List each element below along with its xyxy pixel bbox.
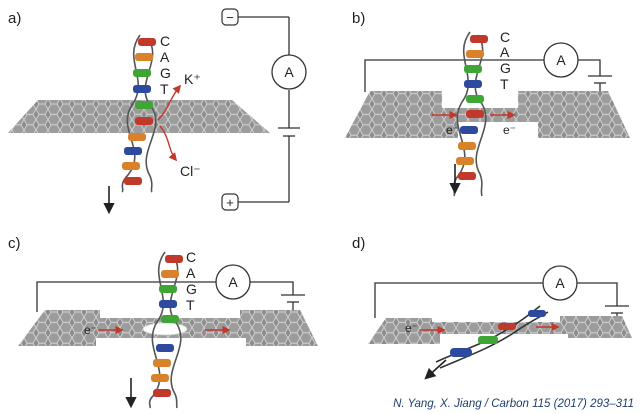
panel-b-ammeter: A xyxy=(543,42,579,78)
panel-c-base-a: A xyxy=(186,265,196,281)
terminal-negative-label: − xyxy=(226,10,234,25)
panel-d-ammeter: A xyxy=(542,265,578,301)
panel-a-base-g: G xyxy=(160,65,171,81)
panel-d-dna-strand xyxy=(435,305,549,369)
panel-a-cl-ion: Cl⁻ xyxy=(180,163,201,179)
panel-a-ammeter-label: A xyxy=(284,64,294,80)
panel-d: d) A e⁻ xyxy=(352,235,632,380)
citation: N. Yang, X. Jiang / Carbon 115 (2017) 29… xyxy=(393,398,634,410)
panel-b-base-t: T xyxy=(500,76,509,92)
panel-a-graphene-sheet xyxy=(8,100,270,133)
terminal-positive: + xyxy=(221,193,239,211)
panel-d-electron: e⁻ xyxy=(405,321,418,335)
panel-c-electron: e⁻ xyxy=(84,323,97,337)
panel-a-base-c: C xyxy=(160,33,170,49)
panel-d-ammeter-label: A xyxy=(555,275,565,291)
panel-d-label: d) xyxy=(352,235,365,252)
panel-b: b) A C A G T xyxy=(345,10,630,197)
panel-a-base-a: A xyxy=(160,49,170,65)
panel-a-circuit xyxy=(238,16,300,203)
panel-c-ammeter-label: A xyxy=(228,274,238,290)
panel-b-circuit xyxy=(364,59,612,92)
panel-b-graphene-ribbon xyxy=(345,91,630,138)
panel-a-k-arrow xyxy=(157,84,182,121)
panel-c-base-c: C xyxy=(186,249,196,265)
panel-c-dna-strand xyxy=(148,251,183,409)
terminal-negative: − xyxy=(221,8,239,26)
panel-a-ammeter: A xyxy=(271,54,307,90)
panel-a-dna-strand xyxy=(121,34,157,193)
panel-b-electron-left: e⁻ xyxy=(446,123,459,137)
panel-a-k-ion: K⁺ xyxy=(184,71,201,87)
panel-b-base-c: C xyxy=(500,29,510,45)
terminal-positive-label: + xyxy=(226,195,234,210)
panel-c-base-t: T xyxy=(186,297,195,313)
panel-b-electron-right: e⁻ xyxy=(503,123,516,137)
panel-a-base-t: T xyxy=(160,81,169,97)
panel-a-cl-arrow xyxy=(159,125,178,162)
panel-b-base-a: A xyxy=(500,44,510,60)
panel-b-label: b) xyxy=(352,10,365,27)
panel-d-translocation-arrow xyxy=(424,359,447,380)
panel-c-label: c) xyxy=(8,235,21,252)
panel-d-graphene-ribbon xyxy=(368,316,632,344)
panel-c-circuit xyxy=(36,281,305,312)
panel-c-ammeter: A xyxy=(215,264,251,300)
panel-c-base-g: G xyxy=(186,281,197,297)
panel-a: a) − + A xyxy=(8,8,307,215)
panel-c: c) A C A G T xyxy=(8,235,318,409)
panel-b-ammeter-label: A xyxy=(556,52,566,68)
panel-b-base-g: G xyxy=(500,60,511,76)
panel-a-label: a) xyxy=(8,10,21,27)
